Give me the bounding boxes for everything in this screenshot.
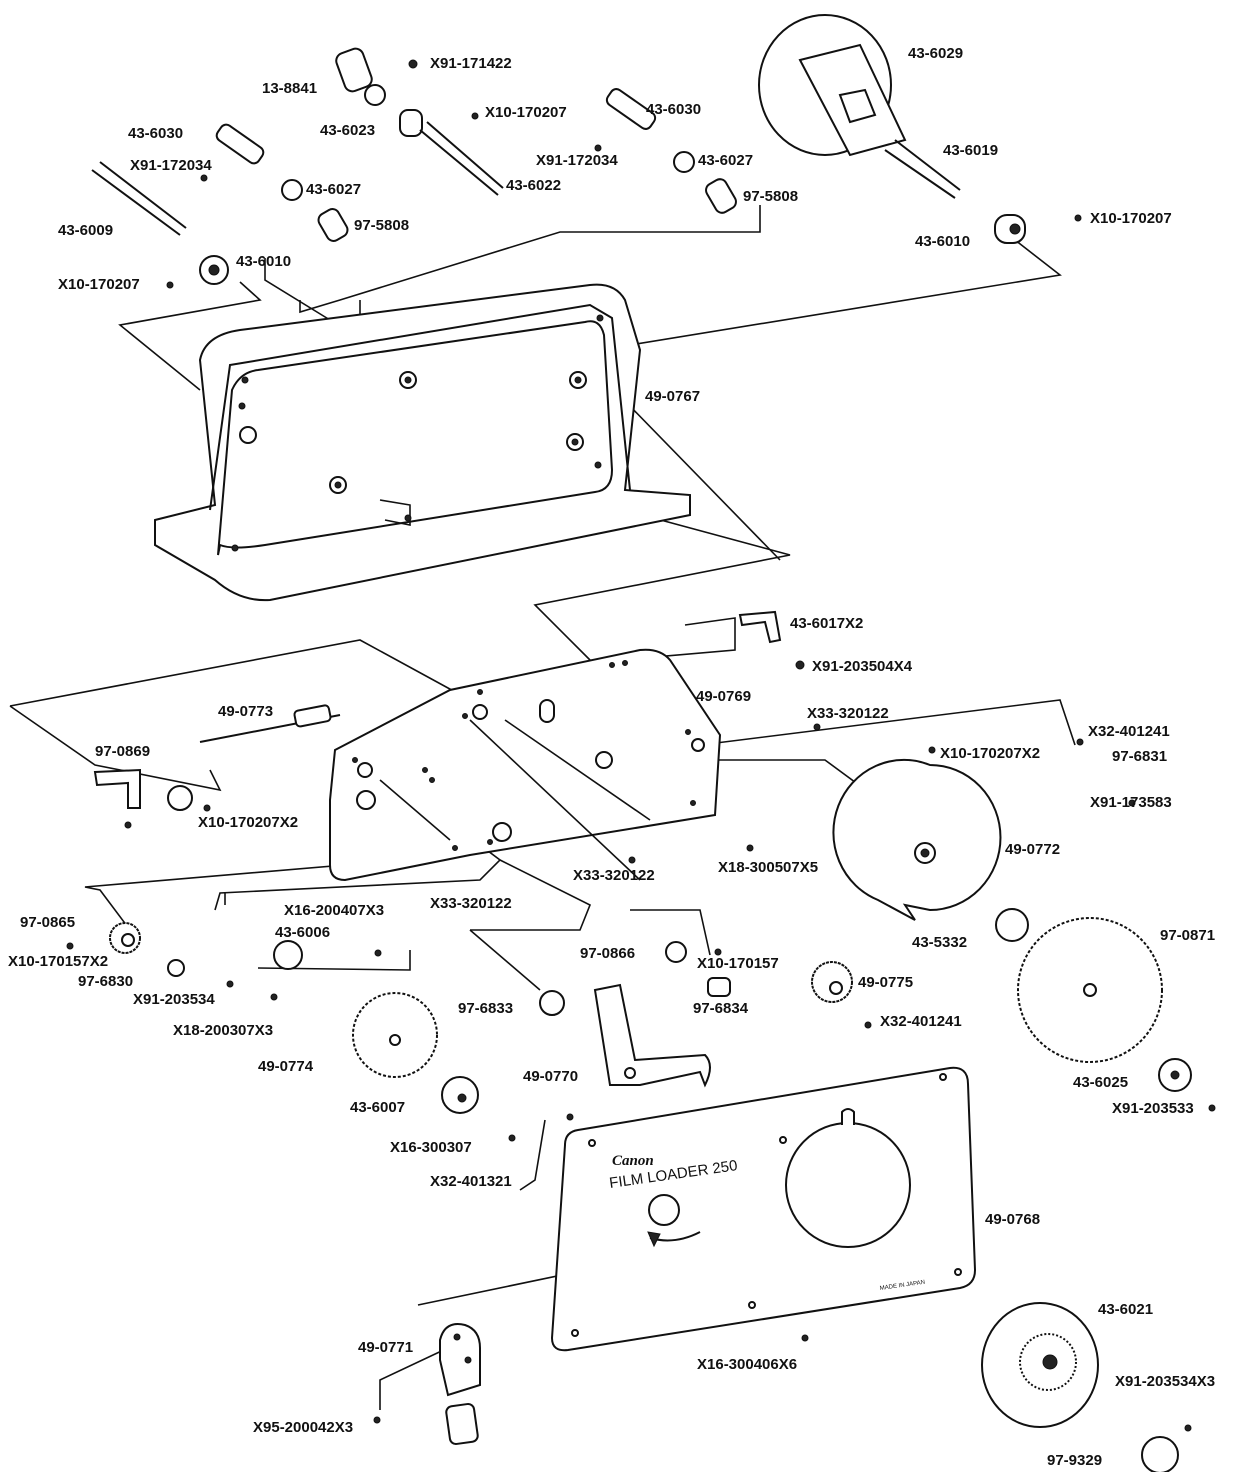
shafts-and-small-parts <box>66 47 1216 1472</box>
part-label: 49-0774 <box>258 1058 314 1075</box>
part-label: X91-203533 <box>1112 1100 1194 1117</box>
part-label: X32-401241 <box>880 1013 962 1030</box>
part-label: 43-6010 <box>915 233 970 250</box>
part-label: 97-6833 <box>458 1000 513 1017</box>
part-label: 97-0871 <box>1160 927 1215 944</box>
part-label: 97-5808 <box>743 188 798 205</box>
part-label: 43-5332 <box>912 934 967 951</box>
part-label: X91-203534X3 <box>1115 1373 1215 1390</box>
part-labels: X91-171422 13-8841 X10-170207 43-6023 43… <box>8 45 1215 1469</box>
part-label: 43-6027 <box>698 152 753 169</box>
part-label: 43-6019 <box>943 142 998 159</box>
part-label: X10-170157X2 <box>8 953 108 970</box>
part-label: 43-6027 <box>306 181 361 198</box>
part-label: 43-6029 <box>908 45 963 62</box>
part-label: X10-170207X2 <box>198 814 298 831</box>
part-label: 13-8841 <box>262 80 317 97</box>
part-label: 43-6017X2 <box>790 615 863 632</box>
part-label: X33-320122 <box>573 867 655 884</box>
part-label: 43-6023 <box>320 122 375 139</box>
part-label: 49-0769 <box>696 688 751 705</box>
part-label: X10-170207X2 <box>940 745 1040 762</box>
part-label: 43-6006 <box>275 924 330 941</box>
part-label: 43-6030 <box>128 125 183 142</box>
part-label: X18-300507X5 <box>718 859 818 876</box>
part-label: X16-300307 <box>390 1139 472 1156</box>
part-label: X33-320122 <box>430 895 512 912</box>
part-label: X32-401241 <box>1088 723 1170 740</box>
part-label: 43-6025 <box>1073 1074 1128 1091</box>
part-label: 49-0767 <box>645 388 700 405</box>
part-label: 97-0865 <box>20 914 75 931</box>
part-label: 97-0869 <box>95 743 150 760</box>
part-label: X91-173583 <box>1090 794 1172 811</box>
part-label: X10-170157 <box>697 955 779 972</box>
part-label: X32-401321 <box>430 1173 512 1190</box>
part-label: 49-0771 <box>358 1339 413 1356</box>
part-label: 97-9329 <box>1047 1452 1102 1469</box>
part-label: 49-0770 <box>523 1068 578 1085</box>
part-label: 43-6022 <box>506 177 561 194</box>
part-label: 97-6830 <box>78 973 133 990</box>
part-label: X95-200042X3 <box>253 1419 353 1436</box>
part-label: 43-6010 <box>236 253 291 270</box>
part-label: X91-203534 <box>133 991 215 1008</box>
part-label: X10-170207 <box>1090 210 1172 227</box>
part-label: X18-200307X3 <box>173 1022 273 1039</box>
part-label: X10-170207 <box>485 104 567 121</box>
part-label: 43-6030 <box>646 101 701 118</box>
part-label: X33-320122 <box>807 705 889 722</box>
part-label: X91-172034 <box>130 157 212 174</box>
part-label: X91-203504X4 <box>812 658 913 675</box>
main-plate-49-0769 <box>329 648 722 882</box>
spool-43-6029 <box>758 14 1026 244</box>
part-label: 49-0772 <box>1005 841 1060 858</box>
housing-49-0767 <box>154 283 691 602</box>
part-label: 49-0775 <box>858 974 913 991</box>
part-label: X16-200407X3 <box>284 902 384 919</box>
part-label: 97-5808 <box>354 217 409 234</box>
part-label: X91-172034 <box>536 152 618 169</box>
part-label: 43-6021 <box>1098 1301 1153 1318</box>
part-label: 43-6009 <box>58 222 113 239</box>
panel-brand: Canon <box>612 1153 654 1169</box>
part-label: 97-0866 <box>580 945 635 962</box>
part-label: 97-6834 <box>693 1000 749 1017</box>
front-panel-49-0768: Canon FILM LOADER 250 MADE IN JAPAN <box>550 1066 977 1352</box>
part-label: X16-300406X6 <box>697 1356 797 1373</box>
part-label: X10-170207 <box>58 276 140 293</box>
part-label: 49-0773 <box>218 703 273 720</box>
part-label: 97-6831 <box>1112 748 1167 765</box>
part-label: 49-0768 <box>985 1211 1040 1228</box>
part-label: 43-6007 <box>350 1099 405 1116</box>
part-label: X91-171422 <box>430 55 512 72</box>
